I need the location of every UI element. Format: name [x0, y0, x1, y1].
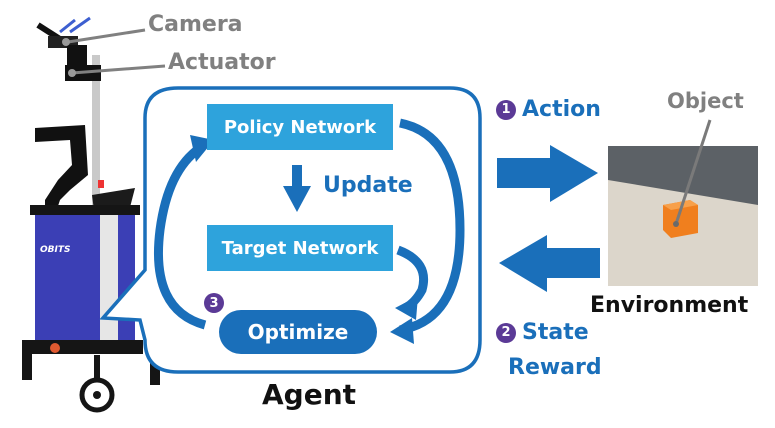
- camera-label: Camera: [148, 12, 243, 37]
- step-1-badge: 1: [496, 99, 516, 120]
- robot-logo: OBITS: [40, 245, 71, 255]
- agent-title: Agent: [262, 378, 357, 411]
- environment-photo: [608, 119, 758, 286]
- actuator-block: [67, 45, 87, 67]
- policy-to-optimize-arrow: [398, 118, 465, 335]
- actuator-pointer-line: [71, 64, 166, 75]
- step-3-badge: 3: [204, 293, 224, 313]
- update-arrow-icon: [283, 165, 311, 212]
- reward-label: Reward: [508, 355, 602, 380]
- arrowhead-icon: [395, 296, 418, 320]
- action-label: Action: [522, 97, 601, 122]
- robot-arm: [35, 125, 88, 215]
- target-network-node: Target Network: [207, 225, 393, 271]
- state-arrow-icon: [499, 235, 600, 292]
- robot-mast: [92, 55, 100, 255]
- optimize-to-policy-arrow: [153, 144, 207, 330]
- update-label: Update: [323, 173, 413, 198]
- object-label: Object: [667, 89, 744, 113]
- step-2-badge: 2: [496, 322, 516, 343]
- object-pointer-line: [674, 119, 712, 225]
- policy-network-node: Policy Network: [207, 104, 393, 150]
- actuator-label: Actuator: [168, 50, 276, 75]
- camera-pointer-line: [67, 28, 146, 44]
- optimize-node: Optimize: [219, 310, 377, 354]
- environment-title: Environment: [590, 293, 749, 318]
- arrowhead-icon: [390, 318, 414, 344]
- action-arrow-icon: [497, 145, 598, 202]
- state-label: State: [522, 320, 589, 345]
- action-flow-label: 1 Action: [496, 97, 601, 122]
- robot-illustration: [22, 16, 166, 413]
- state-flow-label: 2 State: [496, 320, 589, 345]
